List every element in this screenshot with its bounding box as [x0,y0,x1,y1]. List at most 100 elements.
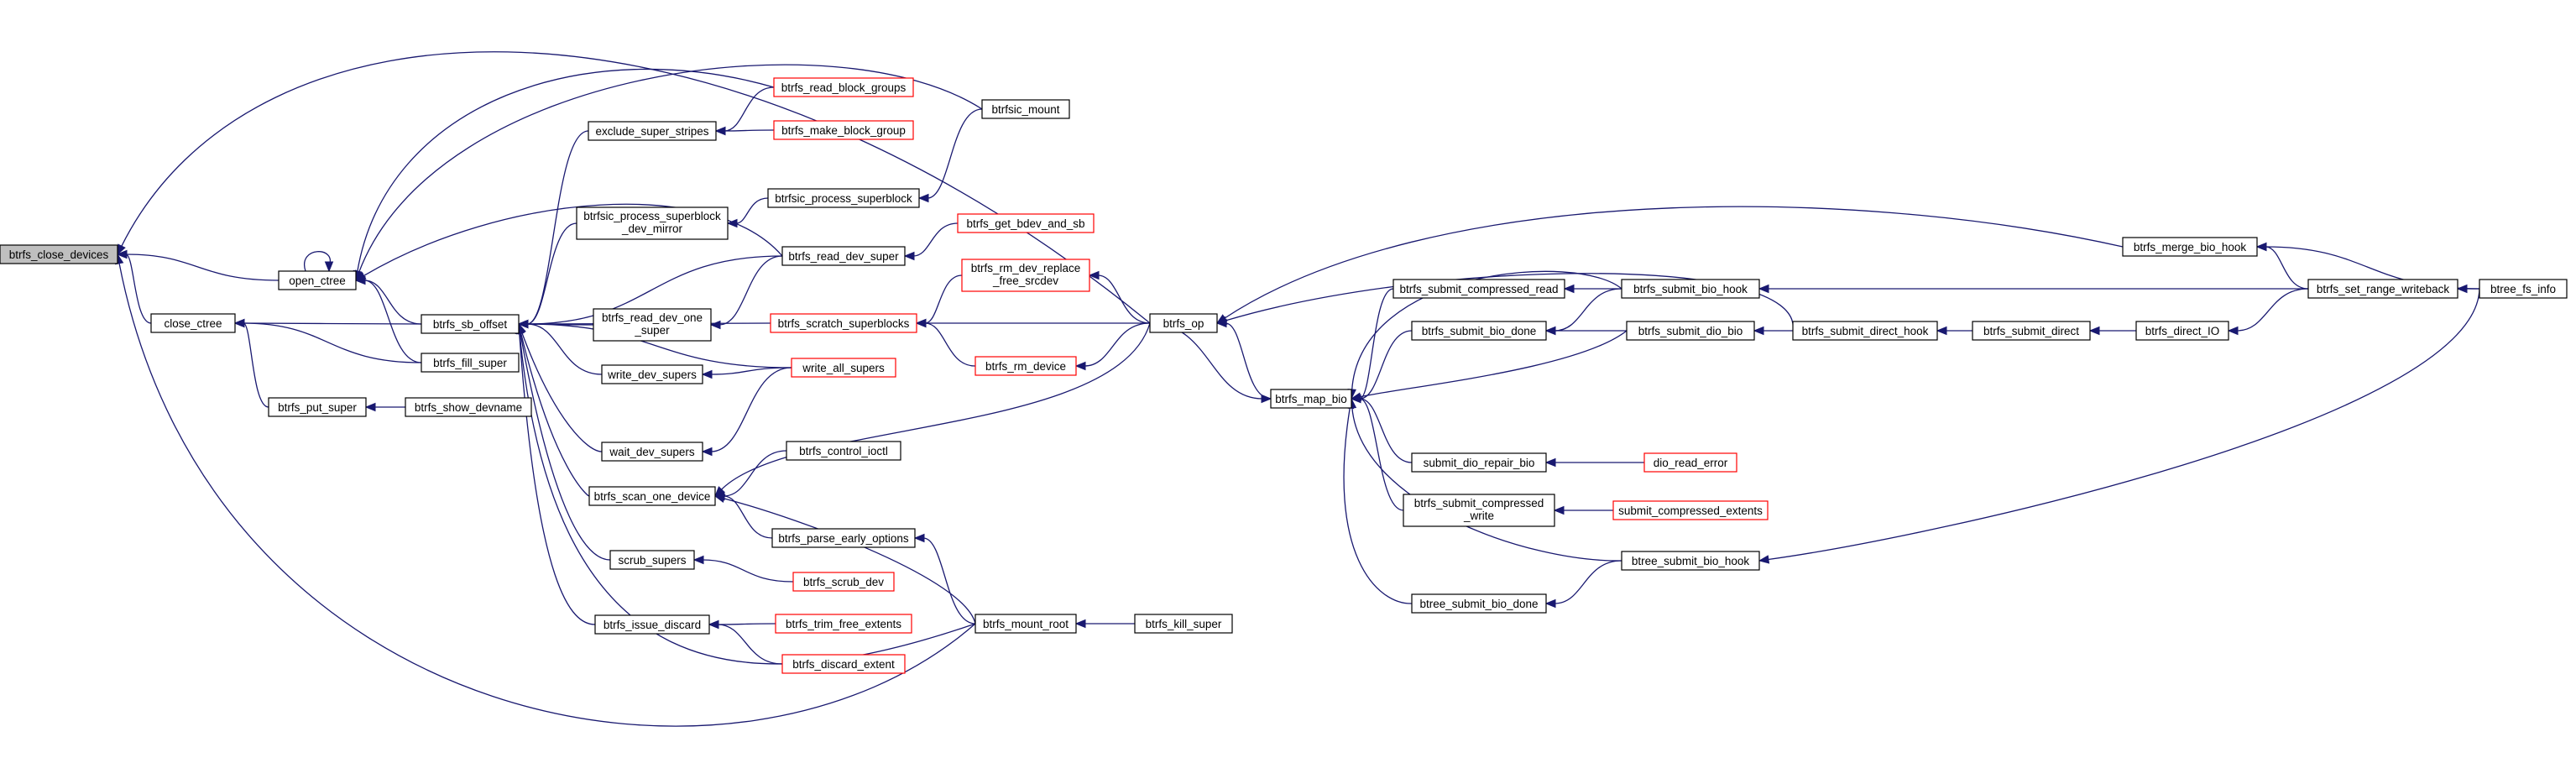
edge-line [924,322,976,367]
node-btrfsic-mount[interactable]: btrfsic_mount [981,99,1070,119]
node-label: btrfsic_mount [991,103,1059,116]
node-scrub-supers[interactable]: scrub_supers [609,550,695,570]
node-wait-dev-supers[interactable]: wait_dev_supers [601,442,703,462]
node-btrfs-put-super[interactable]: btrfs_put_super [268,397,367,417]
edge-line [363,280,422,325]
edge-line [1554,560,1622,604]
node-box [1393,279,1565,299]
node-write-dev-supers[interactable]: write_dev_supers [601,364,703,384]
node-label: btrfs_submit_compressed [1414,497,1544,510]
edge-btrfs_read_dev_super-to-btrfs_read_dev_one_super [709,255,783,330]
node-label: btrfs_rm_dev_replace [971,262,1081,274]
node-btrfs-make-block-group[interactable]: btrfs_make_block_group [773,120,914,140]
node-btrfs-submit-direct-hook[interactable]: btrfs_submit_direct_hook [1792,321,1938,341]
node-btrfs-read-block-groups[interactable]: btrfs_read_block_groups [773,77,914,97]
node-open-ctree[interactable]: open_ctree [278,270,357,290]
node-label: btrfs_read_block_groups [781,81,907,94]
node-btrfs-read-dev-super[interactable]: btrfs_read_dev_super [781,246,906,266]
edge-line [526,222,577,325]
edge-btree_submit_bio_done-to-btrfs_map_bio [1343,397,1413,604]
node-btrfs-discard-extent[interactable]: btrfs_discard_extent [781,654,906,674]
node-btree-fs-info[interactable]: btree_fs_info [2479,279,2568,299]
node-submit-dio-repair-bio[interactable]: submit_dio_repair_bio [1411,452,1547,473]
node-box [576,206,729,240]
node-close-ctree[interactable]: close_ctree [150,313,236,333]
edge-btrfs_op-to-btrfs_rm_device [1074,322,1151,371]
node-btrfs-scrub-dev[interactable]: btrfs_scrub_dev [792,572,895,592]
node-box [1411,452,1547,473]
node-box [588,121,717,141]
node-btrfs-submit-compressed-write[interactable]: btrfs_submit_compressed_write [1403,494,1555,527]
node-btrfs-rm-device[interactable]: btrfs_rm_device [974,356,1077,376]
node-exclude-super-stripes[interactable]: exclude_super_stripes [588,121,717,141]
node-box [957,213,1095,233]
node-btrfs-close-devices[interactable]: btrfs_close_devices [0,244,118,264]
node-label: btrfs_submit_dio_bio [1638,325,1743,337]
node-label: write_dev_supers [607,368,697,381]
node-label: btrfs_close_devices [9,248,109,261]
edge-btrfsic_process_superblock_dev_mirror-to-btrfs_sb_offset [517,222,577,329]
edge-line [526,130,589,325]
node-box [0,244,118,264]
edge-btrfs_get_bdev_and_sb-to-btrfs_read_dev_super [903,222,959,261]
node-btrfs-fill-super[interactable]: btrfs_fill_super [421,353,520,373]
node-btrfs-map-bio[interactable]: btrfs_map_bio [1270,389,1352,409]
edge-btrfs_mount_root-to-btrfs_parse_early_options [913,533,976,625]
node-btrfs-scratch-superblocks[interactable]: btrfs_scratch_superblocks [770,313,917,333]
node-box [1643,452,1737,473]
node-btrfs-submit-dio-bio[interactable]: btrfs_submit_dio_bio [1626,321,1755,341]
node-btrfs-parse-early-options[interactable]: btrfs_parse_early_options [771,528,916,548]
edge-line [723,497,976,625]
node-label: btrfs_submit_compressed_read [1399,283,1558,295]
node-btrfs-scan-one-device[interactable]: btrfs_scan_one_device [588,486,716,506]
node-label: _dev_mirror [621,222,683,235]
edge-arrowhead [714,486,725,497]
node-btrfs-direct-IO[interactable]: btrfs_direct_IO [2135,321,2229,341]
node-btrfs-kill-super[interactable]: btrfs_kill_super [1134,614,1233,634]
node-btrfs-sb-offset[interactable]: btrfs_sb_offset [421,314,520,334]
node-box [1149,313,1218,333]
node-box [1411,593,1547,614]
node-btrfsic-process-superblock-dev-mirror[interactable]: btrfsic_process_superblock_dev_mirror [576,206,729,240]
node-btrfs-get-bdev-and-sb[interactable]: btrfs_get_bdev_and_sb [957,213,1095,233]
edge-line [1343,406,1413,604]
edge-btrfs_submit_compressed_read-to-btrfs_map_bio [1350,288,1394,404]
node-btrfs-read-dev-one-super[interactable]: btrfs_read_dev_one_super [593,308,712,342]
node-btrfsic-process-superblock[interactable]: btrfsic_process_superblock [767,188,920,208]
node-write-all-supers[interactable]: write_all_supers [791,358,896,378]
node-btrfs-control-ioctl[interactable]: btrfs_control_ioctl [786,441,901,461]
node-btrfs-issue-discard[interactable]: btrfs_issue_discard [594,614,710,635]
edge-arrowhead [2227,326,2239,336]
node-btree-submit-bio-done[interactable]: btree_submit_bio_done [1411,593,1547,614]
node-label: btrfs_direct_IO [2145,325,2220,337]
edge-btrfs_op-to-btrfs_scan_one_device [714,322,1151,497]
edge-btree_fs_info-to-btree_submit_bio_hook [1758,288,2480,564]
node-btrfs-show-devname[interactable]: btrfs_show_devname [405,397,532,417]
node-btrfs-submit-bio-hook[interactable]: btrfs_submit_bio_hook [1621,279,1760,299]
node-box [2479,279,2568,299]
node-dio-read-error[interactable]: dio_read_error [1643,452,1737,473]
node-label: _super [634,324,670,337]
node-submit-compressed-extents[interactable]: submit_compressed_extents [1612,500,1769,520]
node-btree-submit-bio-hook[interactable]: btree_submit_bio_hook [1621,551,1760,571]
node-box [609,550,695,570]
node-btrfs-submit-compressed-read[interactable]: btrfs_submit_compressed_read [1393,279,1565,299]
node-layer: btrfs_close_devices open_ctree close_ctree… [0,77,2568,674]
node-btrfs-rm-dev-replace-free-srcdev[interactable]: btrfs_rm_dev_replace_free_srcdev [961,259,1090,292]
node-btrfs-submit-bio-done[interactable]: btrfs_submit_bio_done [1411,321,1547,341]
edge-arrowhead [913,533,925,543]
edge-arrowhead [1261,394,1272,404]
edge-btrfs_kill_super-to-btrfs_mount_root [1074,619,1135,629]
node-box [2307,279,2458,299]
node-btrfs-set-range-writeback[interactable]: btrfs_set_range_writeback [2307,279,2458,299]
node-btrfs-submit-direct[interactable]: btrfs_submit_direct [1972,321,2091,341]
node-btrfs-merge-bio-hook[interactable]: btrfs_merge_bio_hook [2122,237,2258,257]
edge-arrowhead [1553,505,1565,515]
node-box [1411,321,1547,341]
edge-line [243,322,422,363]
edge-line [710,367,792,452]
node-btrfs-trim-free-extents[interactable]: btrfs_trim_free_extents [775,614,912,634]
node-btrfs-mount-root[interactable]: btrfs_mount_root [974,614,1077,634]
edge-arrowhead [1544,598,1556,609]
node-btrfs-op[interactable]: btrfs_op [1149,313,1218,333]
